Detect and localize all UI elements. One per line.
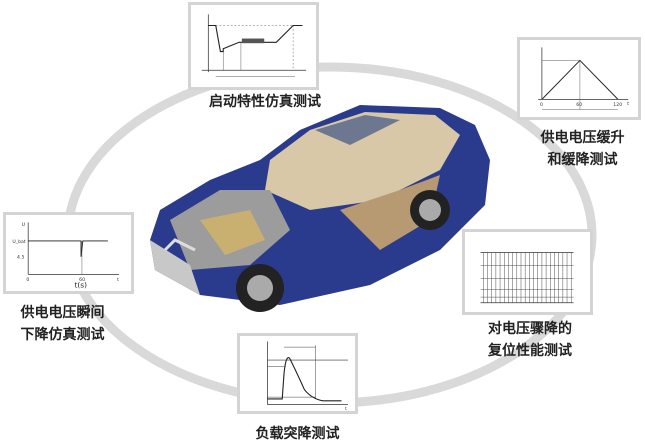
reset-profile-graph [480, 252, 574, 304]
dropout-t-label: t [117, 277, 119, 283]
dropout-label-line2: 下降仿真测试 [20, 327, 105, 343]
dropout-profile-graph: U U_bat 4.5 0 60 t t(s) [12, 222, 119, 289]
dropout-y-tick-ubat: U_bat [12, 239, 25, 245]
reset-label-line2: 复位性能测试 [488, 343, 572, 359]
ramp-test-label: 供电电压缓升 和缓降测试 [520, 127, 645, 171]
ramp-t-label: t [627, 101, 629, 107]
startup-profile-chart [188, 2, 319, 90]
ramp-profile-chart: 0 60 120 t [517, 37, 641, 120]
ramp-label-line2: 和缓降测试 [547, 152, 618, 168]
ramp-x-tick-0: 0 [540, 102, 543, 108]
startup-test-label: 启动特性仿真测试 [209, 94, 321, 110]
dropout-y-axis-label: U [22, 222, 25, 228]
load-dump-profile-chart: t [237, 333, 358, 414]
dropout-x-unit: t(s) [75, 280, 88, 289]
reset-profile-chart [462, 229, 593, 315]
load-dump-profile-graph: t [267, 341, 348, 411]
car-cutaway-illustration [150, 105, 490, 312]
dropout-profile-chart: U U_bat 4.5 0 60 t t(s) [3, 212, 134, 294]
dropout-x-tick-60: 60 [79, 277, 85, 283]
dropout-x-tick-0: 0 [26, 277, 29, 283]
load-dump-test-label: 负载突降测试 [255, 426, 340, 442]
ramp-profile-graph: 0 60 120 t [538, 47, 629, 110]
dropout-label-line1: 供电电压瞬间 [20, 305, 105, 321]
ramp-x-tick-60: 60 [576, 102, 582, 108]
ramp-label-line1: 供电电压缓升 [540, 130, 625, 146]
reset-test-label: 对电压骤降的 复位性能测试 [465, 318, 595, 362]
dropout-test-label: 供电电压瞬间 下降仿真测试 [0, 302, 125, 346]
reset-label-line1: 对电压骤降的 [488, 321, 572, 337]
startup-profile-graph [201, 14, 307, 77]
load-dump-t-label: t [345, 406, 347, 411]
ramp-x-tick-120: 120 [613, 102, 622, 108]
dropout-y-tick-4.5: 4.5 [17, 255, 24, 261]
